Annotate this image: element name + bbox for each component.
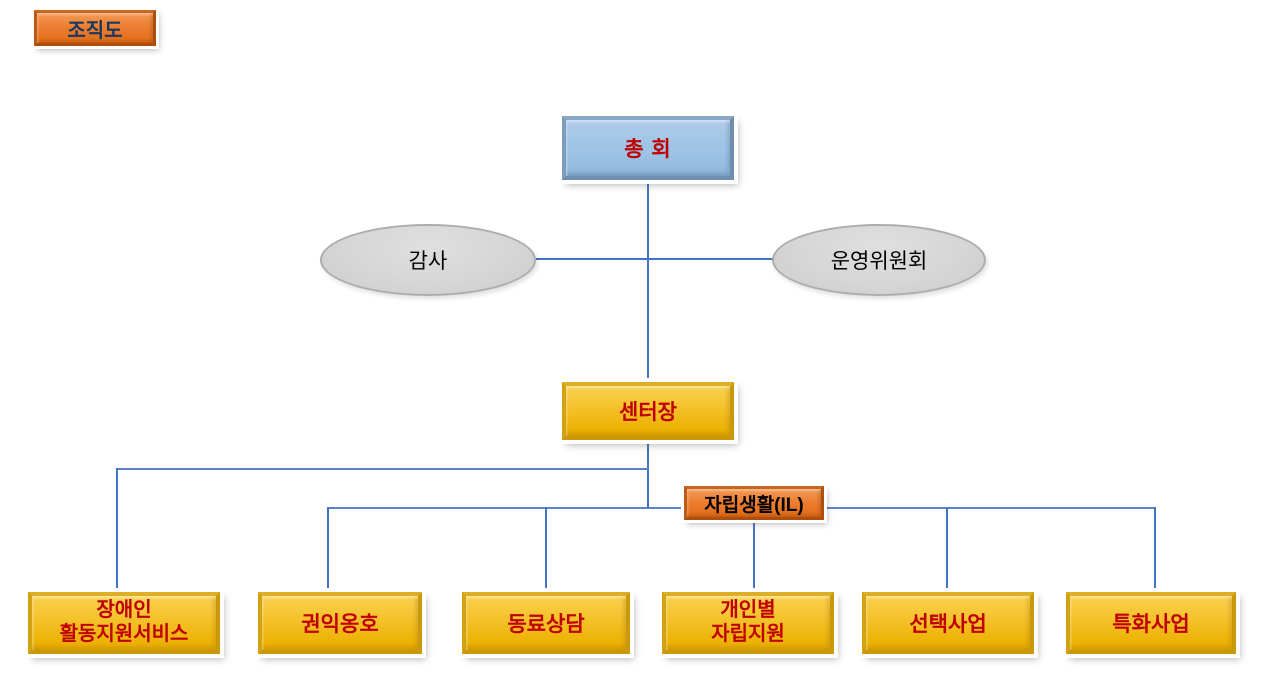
node-steering-committee-ellipse: 운영위원회	[772, 224, 986, 296]
node-dept-activity-support-service: 장애인 활동지원서비스	[28, 592, 220, 654]
node-dept-individual-independence-support: 개인별 자립지원	[662, 592, 834, 654]
dept-optional-projects-label: 선택사업	[909, 613, 987, 636]
node-center-director: 센터장	[562, 382, 734, 440]
connector-drop-dept4	[753, 520, 755, 592]
org-chart-title-badge: 조직도	[34, 10, 156, 46]
node-dept-peer-counseling: 동료상담	[462, 592, 630, 654]
dept-peer-counseling-label: 동료상담	[507, 613, 585, 636]
node-dept-specialized-projects: 특화사업	[1066, 592, 1236, 654]
connector-drop-dept6	[1154, 507, 1156, 592]
audit-label: 감사	[408, 250, 448, 273]
connector-drop-dept3	[545, 507, 547, 592]
dept-activity-support-service-label: 장애인 활동지원서비스	[59, 599, 189, 645]
connector-drop-dept5	[946, 507, 948, 592]
connector-director-branch	[647, 440, 649, 509]
connector-assembly-director	[647, 180, 649, 384]
center-director-label: 센터장	[619, 401, 677, 424]
connector-oversight-crossbar	[536, 258, 774, 260]
org-chart-title-label: 조직도	[67, 19, 123, 42]
steering-committee-label: 운영위원회	[830, 250, 928, 273]
node-dept-rights-advocacy: 권익옹호	[258, 592, 422, 654]
dept-rights-advocacy-label: 권익옹호	[301, 613, 379, 636]
general-assembly-label: 총 회	[624, 138, 672, 161]
connector-branch-left-horizontal	[116, 468, 649, 470]
node-independent-living: 자립생활(IL)	[684, 486, 824, 520]
dept-individual-independence-support-label: 개인별 자립지원	[711, 599, 785, 645]
dept-specialized-projects-label: 특화사업	[1112, 613, 1190, 636]
connector-drop-dept1	[116, 468, 118, 592]
connector-drop-dept2	[327, 507, 329, 592]
node-dept-optional-projects: 선택사업	[862, 592, 1034, 654]
node-general-assembly: 총 회	[562, 116, 734, 180]
node-audit-ellipse: 감사	[320, 224, 536, 296]
independent-living-label: 자립생활(IL)	[704, 494, 804, 516]
